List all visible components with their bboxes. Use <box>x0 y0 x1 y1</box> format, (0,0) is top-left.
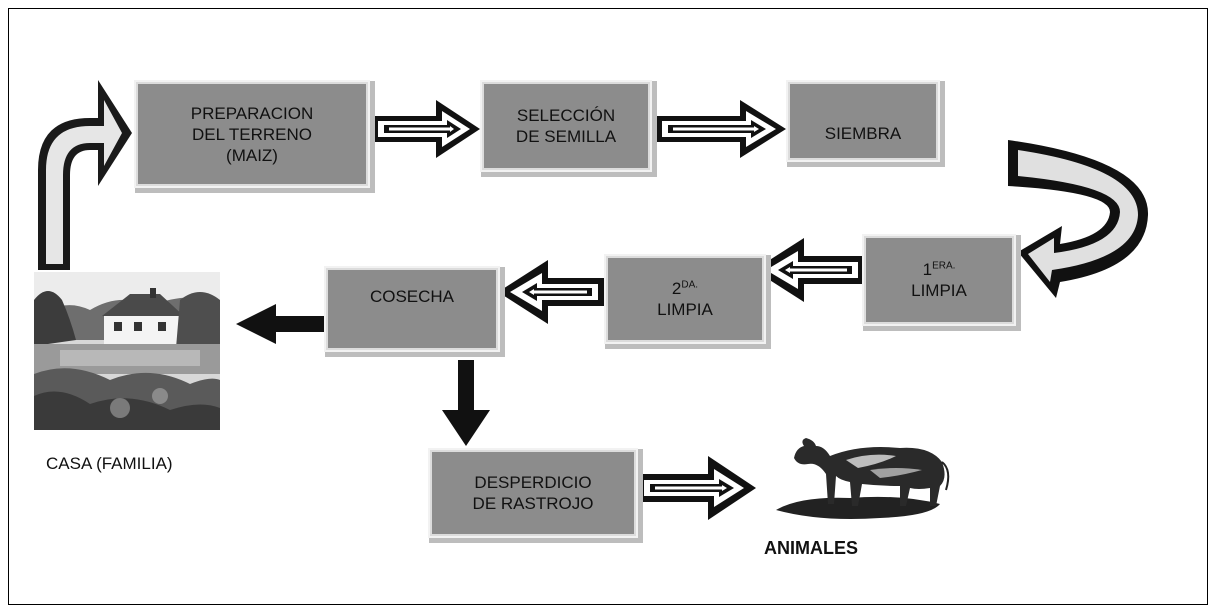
node-label: DESPERDICIO DE RASTROJO <box>472 473 594 513</box>
node-label: COSECHA <box>369 286 455 306</box>
node-desperdicio-rastrojo: DESPERDICIO DE RASTROJO <box>430 450 636 536</box>
diagram-frame <box>8 8 1208 605</box>
arrow-cosecha-to-casa <box>236 304 328 344</box>
arrow-prep-to-seleccion <box>372 100 480 158</box>
ordinal-number: 2 <box>671 279 682 298</box>
arrow-cosecha-to-desperdicio <box>442 360 490 446</box>
cow-icon <box>776 438 950 519</box>
arrow-seleccion-to-siembra <box>656 100 786 158</box>
node-label: 2DA. LIMPIA <box>657 278 713 320</box>
arrow-segunda-to-cosecha <box>498 260 604 324</box>
node-label: PREPARACION DEL TERRENO (MAIZ) <box>190 103 314 165</box>
house-landscape-icon <box>34 272 220 430</box>
node-word: LIMPIA <box>911 281 967 300</box>
node-preparacion-terreno: PREPARACION DEL TERRENO (MAIZ) <box>136 82 368 186</box>
ordinal-suffix: ERA. <box>932 260 956 272</box>
node-label: SELECCIÓN DE SEMILLA <box>515 106 617 146</box>
arrow-desperdicio-to-animales <box>638 456 756 520</box>
node-seleccion-semilla: SELECCIÓN DE SEMILLA <box>482 82 650 170</box>
node-segunda-limpia: 2DA. LIMPIA <box>606 256 764 342</box>
node-word: LIMPIA <box>657 300 713 319</box>
node-label: 1ERA. LIMPIA <box>911 259 967 301</box>
label-casa-familia: CASA (FAMILIA) <box>46 454 173 473</box>
arrow-primera-to-segunda <box>754 238 864 302</box>
curved-arrow-down-left <box>1008 140 1149 298</box>
curved-arrow-up-right <box>38 80 132 270</box>
ordinal-number: 1 <box>922 260 933 279</box>
node-label: SIEMBRA <box>824 123 902 143</box>
node-primera-limpia: 1ERA. LIMPIA <box>864 236 1014 324</box>
label-animales: ANIMALES <box>764 538 858 558</box>
ordinal-suffix: DA. <box>681 279 699 291</box>
node-siembra: SIEMBRA <box>788 82 938 160</box>
node-cosecha: COSECHA <box>326 268 498 350</box>
